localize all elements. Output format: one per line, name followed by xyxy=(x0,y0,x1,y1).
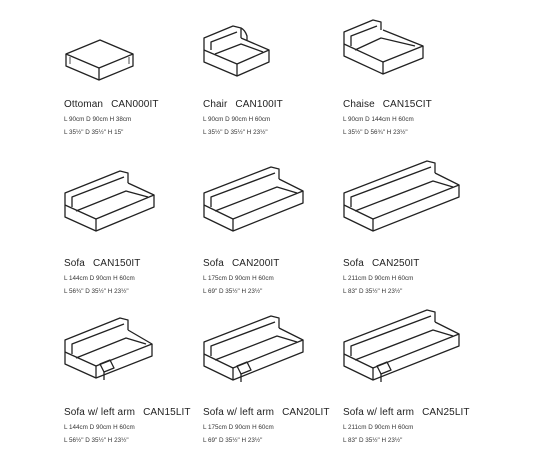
imperial-dimensions: L 69" D 35½" H 23½" xyxy=(203,288,263,295)
sofa-150-drawing xyxy=(64,159,239,249)
sofa-left-arm-250-drawing xyxy=(343,308,518,398)
imperial-dimensions: L 56¾" D 35½" H 23½" xyxy=(64,288,129,295)
metric-dimensions: L 90cm D 90cm H 38cm xyxy=(64,116,132,123)
imperial-dimensions: L 35½" D 35½" H 23½" xyxy=(203,129,268,136)
metric-dimensions: L 211cm D 90cm H 60cm xyxy=(343,275,414,282)
metric-dimensions: L 211cm D 90cm H 60cm xyxy=(343,424,414,431)
imperial-dimensions: L 83" D 35½" H 23½" xyxy=(343,437,403,444)
chair-drawing xyxy=(203,0,378,90)
sofa-200-drawing xyxy=(203,159,378,249)
imperial-dimensions: L 35½" D 35½" H 15" xyxy=(64,129,124,136)
chaise-drawing xyxy=(343,0,518,90)
metric-dimensions: L 175cm D 90cm H 60cm xyxy=(203,275,274,282)
sofa-left-arm-150-drawing xyxy=(64,308,239,398)
imperial-dimensions: L 69" D 35½" H 23½" xyxy=(203,437,263,444)
imperial-dimensions: L 83" D 35½" H 23½" xyxy=(343,288,403,295)
metric-dimensions: L 144cm D 90cm H 60cm xyxy=(64,424,135,431)
imperial-dimensions: L 56½" D 35½" H 23½" xyxy=(64,437,129,444)
metric-dimensions: L 144cm D 90cm H 60cm xyxy=(64,275,135,282)
metric-dimensions: L 90cm D 144cm H 60cm xyxy=(343,116,414,123)
metric-dimensions: L 175cm D 90cm H 60cm xyxy=(203,424,274,431)
sofa-250-drawing xyxy=(343,159,518,249)
sofa-left-arm-200-drawing xyxy=(203,308,378,398)
ottoman-drawing xyxy=(64,0,239,90)
imperial-dimensions: L 35½" D 56¾" H 23½" xyxy=(343,129,408,136)
metric-dimensions: L 90cm D 90cm H 60cm xyxy=(203,116,271,123)
